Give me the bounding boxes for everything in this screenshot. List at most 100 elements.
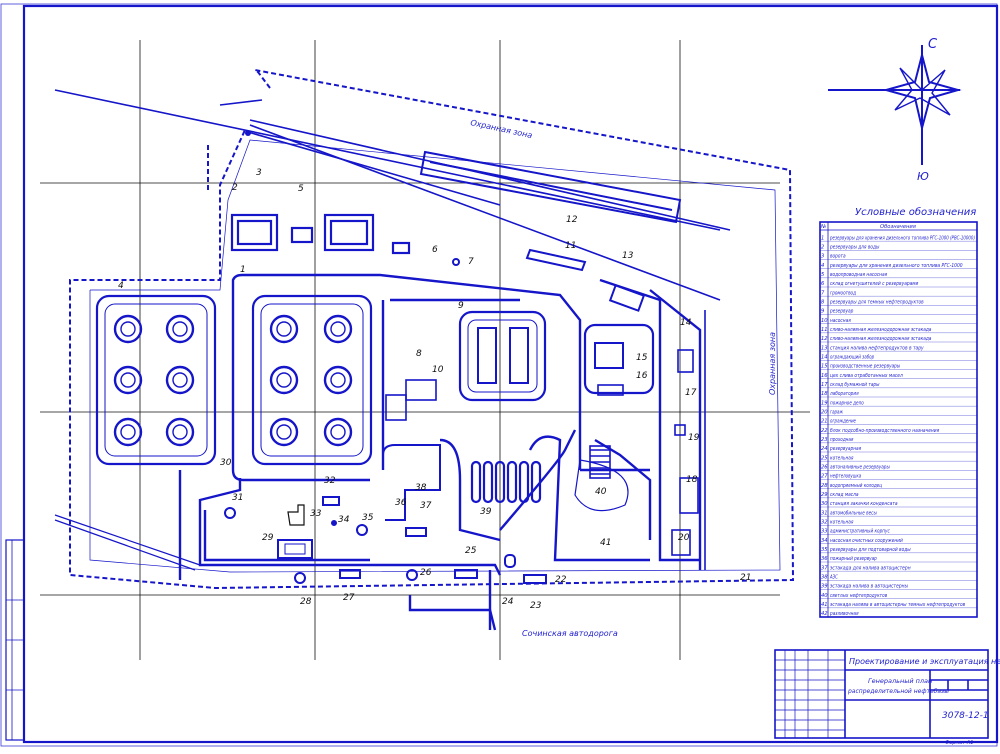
storage-tank [113,365,143,395]
legend-row-number: 9 [821,309,824,315]
plan-number-40: 40 [595,487,607,497]
protective-zone-label-right: Охранная зона [768,332,777,395]
legend-row-text: светлых нефтепродуктов [830,593,887,599]
plan-number-10: 10 [432,365,444,375]
legend-row-number: 13 [821,345,828,351]
legend-row-text: громоотвод [830,290,856,296]
legend-row-text: насосная очистных сооружений [830,538,903,544]
storage-tank-inner [120,424,136,440]
legend-row-number: 24 [821,446,828,452]
storage-tank [165,365,195,395]
legend-title: Условные обозначения [855,206,976,218]
compass-rose [828,45,962,165]
legend-row-text: пожарное депо [830,400,864,406]
storage-tank-inner [172,424,188,440]
plan-number-16: 16 [636,371,648,381]
storage-tank [323,314,353,344]
legend-row-text: резервуары для воды [829,245,879,251]
legend-row-text: ограждающий забор [830,355,875,361]
legend-row-number: 21 [821,419,828,425]
legend-row-number: 1 [821,235,824,241]
legend-row-number: 41 [821,602,828,608]
legend-row-text: резервуарная [829,446,861,452]
legend-row-text: котельная [830,520,853,526]
fence [89,139,781,573]
legend-row-text: проходная [830,437,853,443]
legend-row-text: склад огнетушителей с резервуарами [830,281,919,287]
legend-row-text: эстакада налива в автоцистерны [830,584,908,590]
storage-tank-inner [172,372,188,388]
tank-park-left [95,294,217,466]
left-stamp [5,539,25,741]
legend-row-text: водоприемный колодец [830,483,882,489]
legend-row-text: автоналивные резервуары [830,465,890,471]
water-tanks-2 [230,213,411,255]
protective-zone-boundary [69,69,795,590]
title-block-format: Формат А1 [945,740,973,746]
legend-row-number: 19 [821,400,828,406]
plan-number-31: 31 [232,493,243,503]
legend-row-text: производственные резервуары [830,364,900,370]
plan-number-6: 6 [432,245,438,255]
legend-row-number: 3 [821,254,824,260]
storage-tank [269,417,299,447]
plan-number-7: 7 [468,257,474,267]
plan-number-18: 18 [686,475,698,485]
legend-row-text: резервуары для подтоварной воды [829,547,910,553]
inner-frame [22,4,999,744]
title-block-code: 3078-12-1 [942,711,989,721]
plan-number-4: 4 [118,281,124,291]
legend-row-number: 39 [821,584,828,590]
storage-tank-inner [276,372,292,388]
legend-row-number: 7 [821,290,825,296]
plan-number-32: 32 [324,476,336,486]
legend-row-text: сливо-наливная железнодорожная эстакада [830,327,931,333]
building-13 [608,284,646,312]
legend-row-text: блок подсобно-производственного назначен… [830,428,939,434]
legend-row-number: 22 [821,428,828,434]
title-block-sheet-line2: распределительной нефтебазы [847,688,949,695]
legend-row-text: сливо-наливная железнодорожная эстакада [830,336,931,342]
plan-number-1: 1 [240,265,246,275]
legend-row-number: 34 [821,538,828,544]
legend-row-number: 33 [821,529,828,535]
storage-tank [269,365,299,395]
plan-number-35: 35 [362,513,374,523]
legend-row-text: автомобильные весы [830,510,877,516]
storage-tank-inner [330,424,346,440]
legend-row-number: 32 [821,520,828,526]
plan-number-17: 17 [685,388,697,398]
legend-row-text: станция закачки конденсата [830,501,898,507]
production-tanks-15 [583,323,699,556]
plan-number-23: 23 [530,601,542,611]
legend-row-text: резервуар [829,309,854,315]
legend-row-number: 31 [821,510,828,516]
storage-tank-inner [172,321,188,337]
storage-tank-inner [276,321,292,337]
plan-number-11: 11 [565,241,576,251]
storage-tank-inner [120,321,136,337]
plan-number-24: 24 [502,597,514,607]
plan-number-9: 9 [458,301,464,311]
plan-number-8: 8 [416,349,422,359]
plan-number-3: 3 [256,168,262,178]
highway-road [54,514,201,571]
storage-tank-inner [330,372,346,388]
legend-row-number: 27 [821,474,828,480]
legend-header-name: Обозначения [880,224,916,230]
legend-row-number: 2 [821,245,824,251]
storage-tank [323,417,353,447]
legend-row-number: 11 [821,327,828,333]
legend-row-text: эстакада для налива автоцистерн [830,565,911,571]
legend-row-number: 17 [821,382,828,388]
legend-row-number: 8 [821,300,825,306]
coordinate-grid [40,40,810,660]
area-40 [574,445,629,512]
legend-row-text: нефтеловушка [830,474,861,480]
tank-park-right [251,294,373,466]
legend-row-number: 18 [821,391,828,397]
legend-row-text: котельная [830,455,853,461]
legend-row-text: лаборатория [829,391,858,397]
